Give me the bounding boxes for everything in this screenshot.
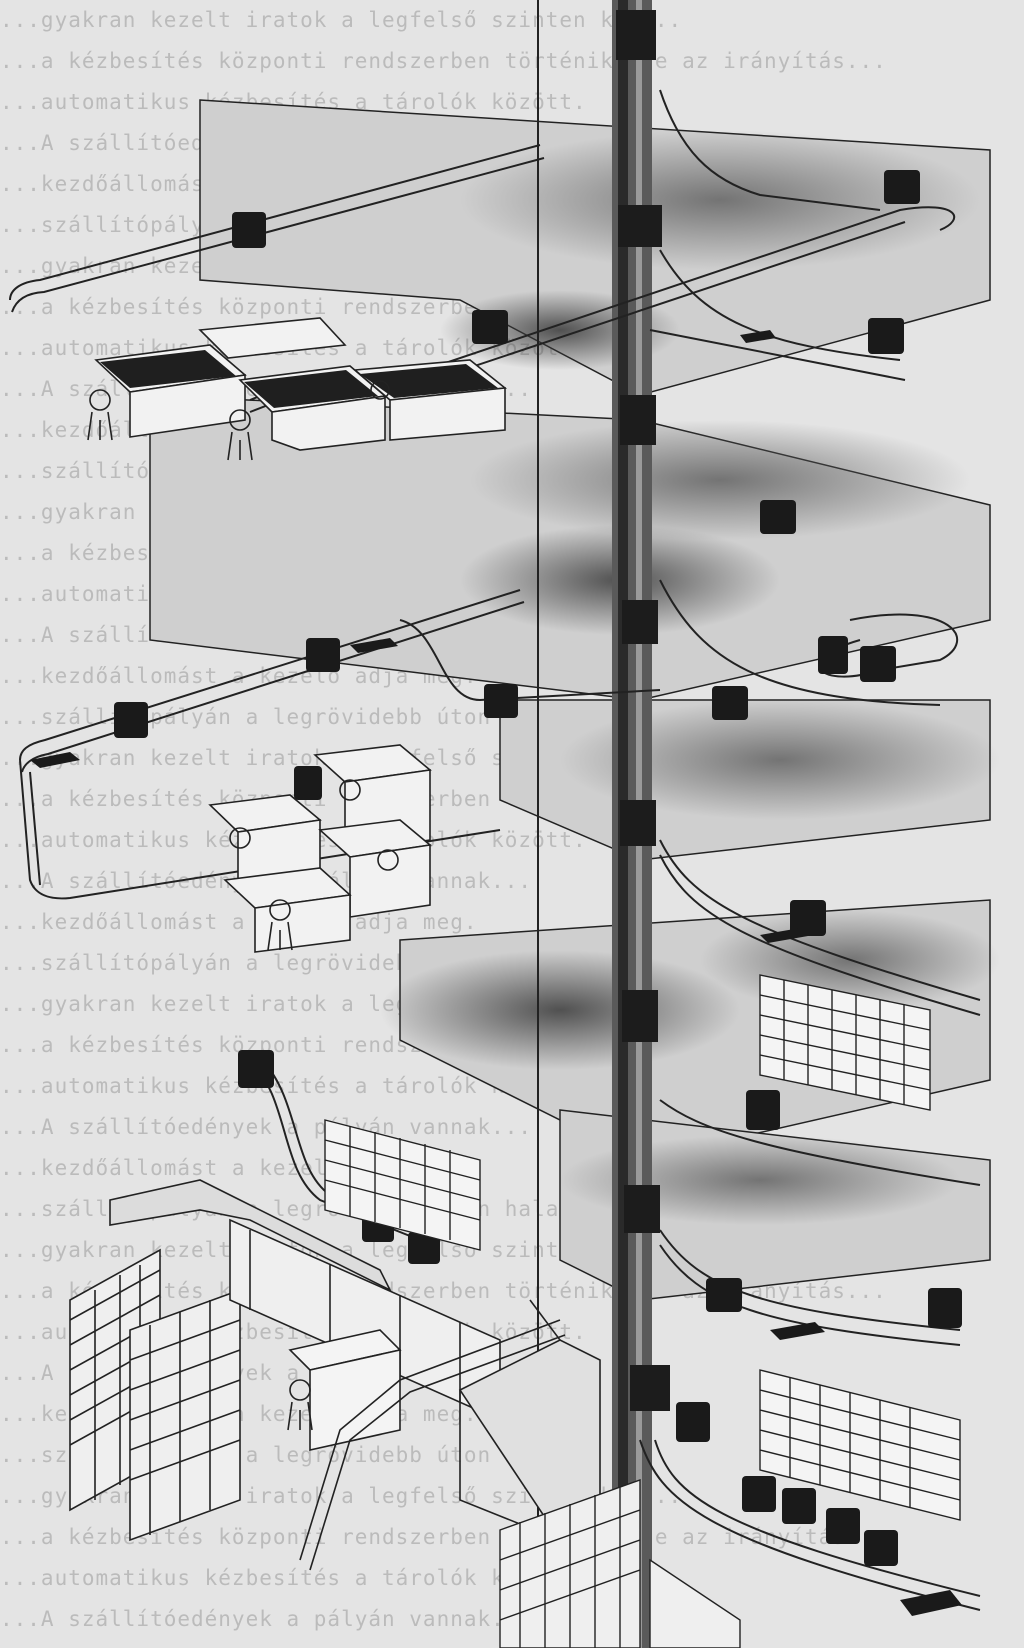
- show-through-line: ...kezdőállomást a kezelő adja meg.: [0, 910, 478, 934]
- floor-plates: [30, 330, 962, 1616]
- chairs-floor-2: [229, 779, 399, 951]
- overhead-track-floor-5: [639, 1229, 981, 1611]
- floor-slab-3: [499, 699, 1000, 861]
- show-through-line: ...szállítópályán a legrövidebb úton hal…: [0, 1197, 587, 1221]
- carrier-boxes: [114, 170, 962, 1566]
- desks-floor-2: [208, 744, 432, 953]
- show-through-line: ...automatikus kézbesítés a tárolók közö…: [0, 1566, 587, 1590]
- overhead-track-floor-3: [659, 839, 981, 1016]
- shaft-stations: [616, 10, 670, 1411]
- shelving-floor-5: [759, 1369, 961, 1521]
- show-through-line: ...a kézbesítés központi rendszerben tör…: [0, 49, 887, 73]
- show-through-line: ...A szállítóedények a pályán vannak...: [0, 1115, 533, 1139]
- ground-floor-shelving: [499, 1479, 741, 1648]
- chairs-floor-1: [87, 380, 390, 461]
- floor-slab-2: [149, 394, 991, 701]
- shelving-floor-4: [324, 1119, 481, 1251]
- shelving-floor-3: [759, 974, 931, 1111]
- desks-floor-1: [94, 317, 508, 451]
- show-through-line: ...gyakran kezelt iratok a legfelső szin…: [0, 8, 683, 32]
- show-through-line: ...A szállítóedények a pályán vannak...: [0, 1607, 533, 1631]
- ground-floor-mailroom: [69, 1179, 601, 1571]
